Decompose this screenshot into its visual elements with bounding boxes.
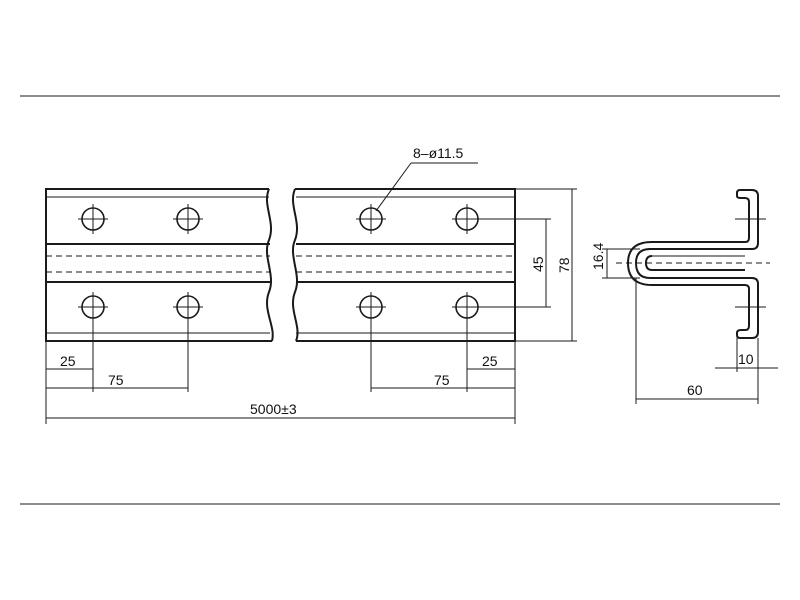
dim-flange: 10 xyxy=(738,351,754,367)
hole xyxy=(173,204,203,234)
horizontal-dimensions: 25 75 75 25 5000±3 xyxy=(45,318,516,424)
hole xyxy=(452,292,482,322)
hole-callout: 8–ø11.5 xyxy=(375,145,478,212)
dim-total-length: 5000±3 xyxy=(250,401,297,417)
cross-section-view xyxy=(616,189,770,339)
hole xyxy=(78,204,108,234)
hole-callout-text: 8–ø11.5 xyxy=(413,145,464,161)
dim-groove-width: 16.4 xyxy=(590,243,606,270)
break-line-right xyxy=(292,188,299,342)
dim-height: 78 xyxy=(556,257,572,273)
side-view-dimensions: 16.4 10 60 xyxy=(590,243,778,404)
hole xyxy=(78,292,108,322)
hole xyxy=(173,292,203,322)
vertical-dimensions: 45 78 xyxy=(482,188,577,342)
mounting-holes xyxy=(78,204,482,322)
front-view-right-segment xyxy=(292,188,516,342)
break-line-left xyxy=(266,188,274,342)
dim-edge-left: 25 xyxy=(60,353,76,369)
hole xyxy=(452,204,482,234)
hole xyxy=(356,292,386,322)
dim-pitch-right: 75 xyxy=(434,372,450,388)
dim-edge-right: 25 xyxy=(482,353,498,369)
dim-depth: 60 xyxy=(687,382,703,398)
dim-pitch-left: 75 xyxy=(108,372,124,388)
hole xyxy=(356,204,386,234)
dim-hole-rows: 45 xyxy=(530,256,546,272)
front-view-left-segment xyxy=(45,188,274,342)
